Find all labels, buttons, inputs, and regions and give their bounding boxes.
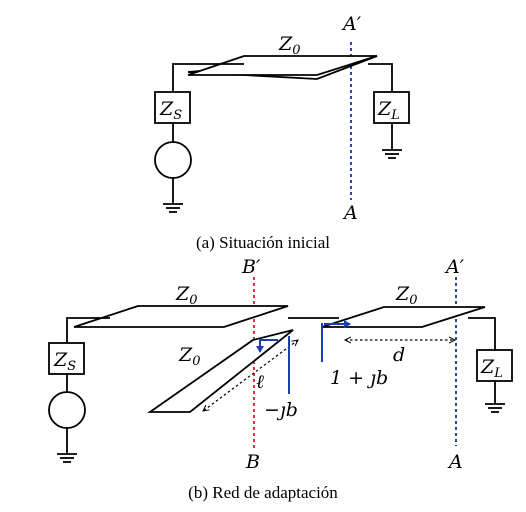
wire-source-top (172, 63, 244, 92)
admittance-line-label: 1 + ȷb (330, 367, 388, 389)
source-impedance-label: ZS (53, 349, 76, 374)
source-impedance-label: ZS (159, 98, 182, 123)
voltage-source-icon (48, 391, 86, 429)
load-impedance-label: ZL (377, 98, 400, 123)
stub-impedance-label: Z0 (178, 344, 200, 369)
caption-a: (a) Situación inicial (196, 233, 330, 252)
caption-b: (b) Red de adaptación (188, 483, 338, 502)
admittance-stub-label: −ȷb (264, 399, 298, 421)
line-left-impedance-label: Z0 (175, 283, 197, 308)
stub-length-label: ℓ (256, 371, 264, 393)
wire-source-top (66, 317, 110, 343)
wire-load-top (468, 317, 496, 350)
diagram-a: Z0 ZS ZL A′ A (a) Situación inicial (154, 13, 410, 252)
line-right-impedance-label: Z0 (395, 283, 417, 308)
reference-label-a-bottom: A (447, 451, 463, 473)
admittance-arrow-stub (256, 339, 278, 353)
reference-label-b-bottom: B (245, 451, 260, 473)
transmission-line-right (321, 306, 486, 328)
voltage-source-icon (154, 141, 192, 179)
diagram-b: Z0 Z0 Z0 ZS ZL B′ B A′ A ℓ d 1 + ȷb −ȷb … (48, 256, 513, 502)
reference-label-a-top: A′ (444, 256, 465, 278)
ground-icon (382, 149, 402, 159)
reference-label-a-top: A′ (341, 13, 362, 35)
load-impedance-label: ZL (480, 356, 503, 381)
wire-load-top (368, 63, 393, 92)
ground-icon (485, 403, 505, 413)
transmission-line-left (73, 305, 289, 328)
ground-icon (163, 203, 183, 213)
transmission-line (187, 55, 378, 76)
ground-icon (57, 453, 77, 463)
source-impedance-box (154, 91, 191, 124)
distance-label: d (393, 344, 405, 366)
reference-label-b-top: B′ (241, 256, 261, 278)
line-impedance-label: Z0 (278, 33, 300, 58)
reference-label-a-bottom: A (342, 202, 358, 224)
